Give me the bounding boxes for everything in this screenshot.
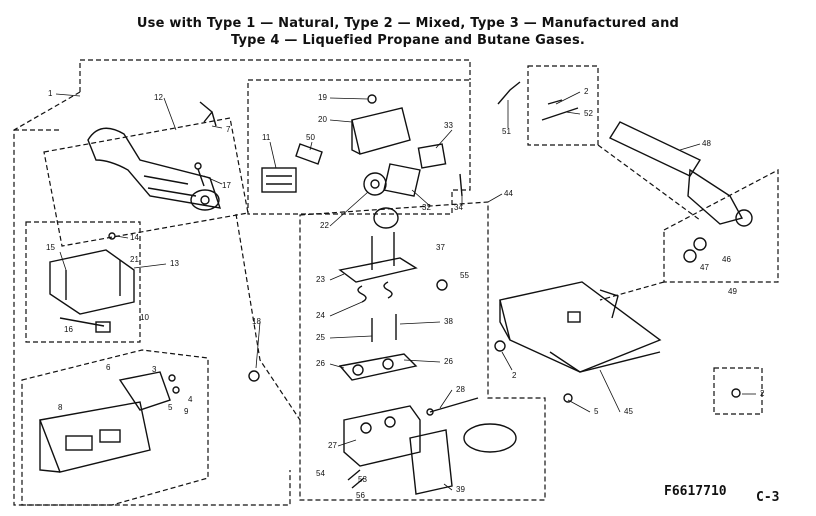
callout-26b: 26 xyxy=(444,357,453,366)
callout-53: 53 xyxy=(358,475,367,484)
boundary-valve-body xyxy=(299,201,546,501)
solenoid-39 xyxy=(409,429,453,495)
boundary-gas-tube xyxy=(663,169,779,283)
callout-2b: 2 xyxy=(512,371,517,380)
callout-24: 24 xyxy=(316,311,325,320)
callout-49: 49 xyxy=(728,287,737,296)
boundary-right-top xyxy=(527,65,599,146)
screw-19 xyxy=(367,94,377,104)
tube-48 xyxy=(608,121,702,177)
callout-14: 14 xyxy=(130,233,139,242)
callout-48: 48 xyxy=(702,139,711,148)
callout-1: 1 xyxy=(48,89,53,98)
callout-27: 27 xyxy=(328,441,337,450)
callout-9: 9 xyxy=(184,407,189,416)
fitting-49 xyxy=(687,168,744,225)
thermocouple-bracket xyxy=(49,249,135,315)
callout-2: 2 xyxy=(584,87,589,96)
callout-37: 37 xyxy=(436,243,445,252)
valve-body xyxy=(343,405,421,467)
pin-25 xyxy=(371,314,397,342)
callout-34: 34 xyxy=(454,203,463,212)
callout-28: 28 xyxy=(456,385,465,394)
screw-55 xyxy=(436,279,448,291)
callout-12: 12 xyxy=(154,93,163,102)
mounting-plate-45 xyxy=(499,281,662,373)
diaphragm-32 xyxy=(383,163,421,197)
callout-21: 21 xyxy=(130,255,139,264)
clip-50 xyxy=(295,143,323,165)
boundary-thermocouple xyxy=(25,221,141,343)
page-code: C-3 xyxy=(756,490,780,505)
callout-22: 22 xyxy=(320,221,329,230)
callout-19: 19 xyxy=(318,93,327,102)
drawing-number: F6617710 xyxy=(664,484,727,499)
magnet-37 xyxy=(373,207,399,229)
callout-8: 8 xyxy=(58,403,63,412)
burner-body xyxy=(87,127,222,209)
callout-47: 47 xyxy=(700,263,709,272)
thermocouple-tube-51 xyxy=(497,81,521,105)
callout-25: 25 xyxy=(316,333,325,342)
callout-7: 7 xyxy=(226,125,231,134)
leader-dashed-left xyxy=(235,213,301,421)
callout-26: 26 xyxy=(316,359,325,368)
callout-52: 52 xyxy=(584,109,593,118)
callout-3: 3 xyxy=(152,365,157,374)
screw-18 xyxy=(248,370,260,382)
boundary-main xyxy=(13,59,471,506)
leader-dashed-right xyxy=(597,144,701,301)
screw-5 xyxy=(563,393,573,403)
callout-labels: 1 12 7 17 11 50 19 20 33 51 2 52 48 22 3… xyxy=(46,87,765,500)
boundary-top-assembly xyxy=(247,79,471,215)
callout-38: 38 xyxy=(444,317,453,326)
header-line-1: Use with Type 1 — Natural, Type 2 — Mixe… xyxy=(136,16,680,31)
callout-33: 33 xyxy=(444,121,453,130)
screw-2-lower xyxy=(494,340,506,352)
boundary-burner xyxy=(43,117,249,247)
plate-26 xyxy=(338,353,418,381)
bracket-20 xyxy=(351,107,411,155)
callout-32: 32 xyxy=(422,203,431,212)
screw-2-right xyxy=(731,388,741,398)
callout-4: 4 xyxy=(188,395,193,404)
callout-13: 13 xyxy=(170,259,179,268)
callout-10: 10 xyxy=(140,313,149,322)
plate-23 xyxy=(338,257,418,283)
callout-6: 6 xyxy=(106,363,111,372)
boundary-screw xyxy=(713,367,763,415)
callout-17: 17 xyxy=(222,181,231,190)
callout-23: 23 xyxy=(316,275,325,284)
coil-22 xyxy=(363,172,387,196)
callout-39: 39 xyxy=(456,485,465,494)
callout-45: 45 xyxy=(624,407,633,416)
callout-11: 11 xyxy=(262,133,271,142)
callout-56: 56 xyxy=(356,491,365,500)
callout-46: 46 xyxy=(722,255,731,264)
callout-15: 15 xyxy=(46,243,55,252)
header-line-2: Type 4 — Liquefied Propane and Butane Ga… xyxy=(230,33,586,48)
callout-50: 50 xyxy=(306,133,315,142)
clip xyxy=(199,101,217,127)
wire-coil xyxy=(463,423,517,453)
callout-44: 44 xyxy=(504,189,513,198)
boundary-valve-bracket xyxy=(21,349,209,506)
spring-24 xyxy=(357,281,393,303)
callout-18: 18 xyxy=(252,317,261,326)
callout-2c: 2 xyxy=(760,389,765,398)
callout-51: 51 xyxy=(502,127,511,136)
callout-16: 16 xyxy=(64,325,73,334)
callout-5: 5 xyxy=(594,407,599,416)
valve-bracket xyxy=(39,401,151,473)
gasket-33 xyxy=(417,143,447,169)
callout-20: 20 xyxy=(318,115,327,124)
callout-55: 55 xyxy=(460,271,469,280)
burner-nozzle xyxy=(190,189,220,211)
callout-54: 54 xyxy=(316,469,325,478)
connector-11 xyxy=(261,167,297,193)
callout-5a: 5 xyxy=(168,403,173,412)
burner-port xyxy=(200,195,210,205)
